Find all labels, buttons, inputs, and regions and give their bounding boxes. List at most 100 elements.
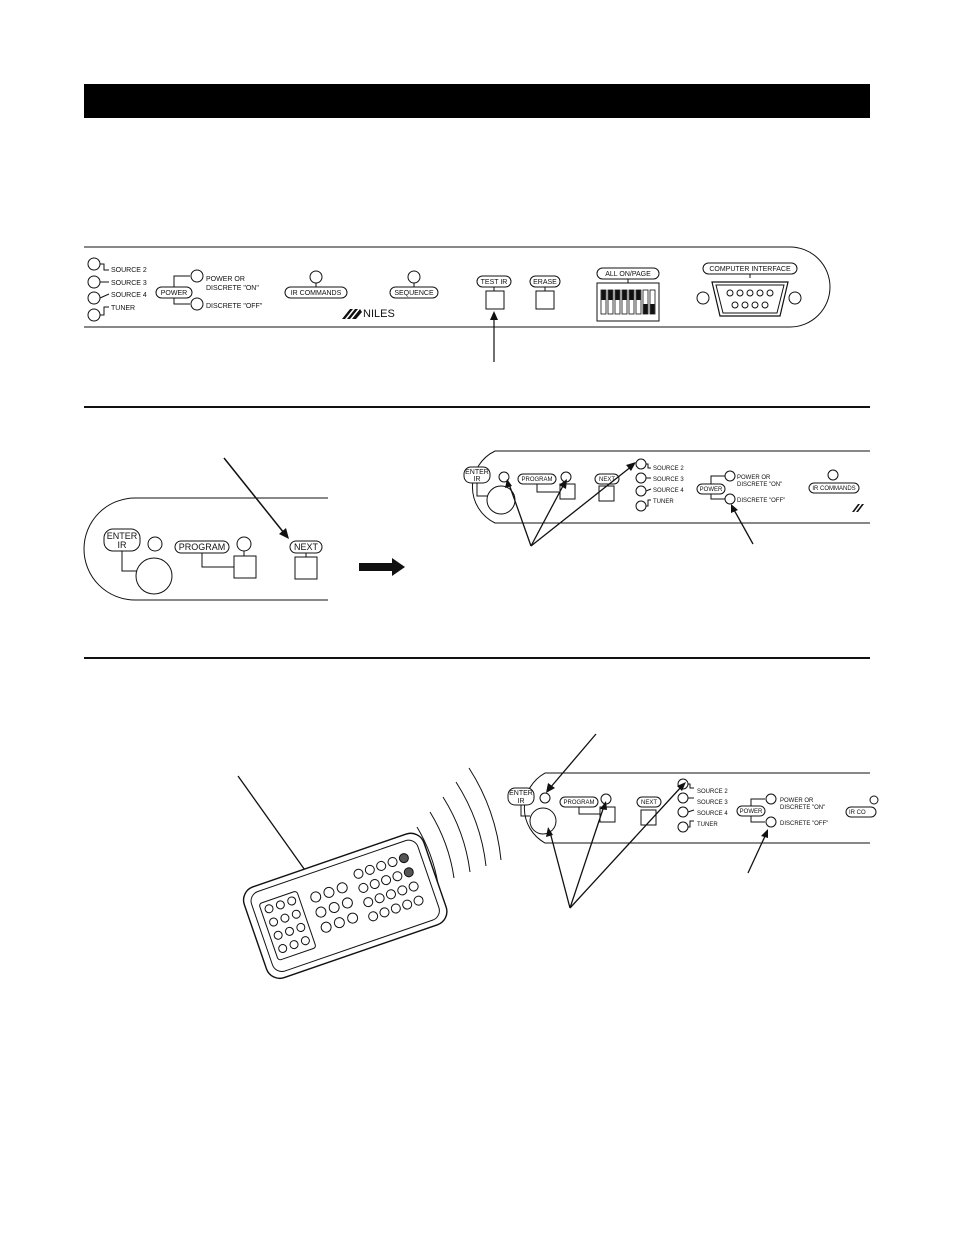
- remote-button-icon: [278, 943, 288, 953]
- enter-ir-label-1: ENTER: [107, 531, 138, 541]
- led-source-4: [87, 291, 101, 305]
- remote-button-icon: [310, 891, 322, 903]
- led-ir-commands: [309, 270, 323, 284]
- led-power-on-r: [724, 470, 736, 482]
- remote-button-icon: [347, 912, 359, 924]
- led-source-2-r: [635, 458, 647, 470]
- power-label-b: POWER: [740, 809, 763, 815]
- remote-button-icon: [315, 906, 327, 918]
- source-4-label-b: SOURCE 4: [697, 811, 728, 817]
- db9-pin: [766, 289, 774, 297]
- led-power-on: [190, 269, 204, 283]
- db9-pins: [726, 289, 774, 309]
- source-2-label: SOURCE 2: [111, 267, 147, 274]
- remote-button-icon: [353, 868, 364, 879]
- front-panel-zoom-left: ENTER IR PROGRAM NEXT: [83, 457, 405, 601]
- led-source-3: [87, 275, 101, 289]
- ir-sensor-window-b: [529, 807, 557, 835]
- dip-switch-lever: [636, 290, 641, 300]
- led-source-3-r: [635, 472, 647, 484]
- remote-button-icon: [273, 930, 283, 940]
- power-on-label-2: DISCRETE "ON": [206, 285, 259, 292]
- brand-name: NILES: [363, 308, 395, 320]
- led-power-off-r: [724, 493, 736, 505]
- remote-button-icon: [368, 911, 379, 922]
- remote-button-icon: [381, 875, 392, 886]
- source-3-label-r: SOURCE 3: [653, 477, 684, 483]
- led-tuner: [87, 308, 101, 322]
- remote-button-icon: [336, 882, 348, 894]
- remote-button-icon: [280, 913, 290, 923]
- remote-button-icon: [390, 903, 401, 914]
- dip-switch-cells: [600, 289, 656, 315]
- next-pointer-arrowhead: [279, 528, 289, 539]
- source-3-label: SOURCE 3: [111, 280, 147, 287]
- next-label-r: NEXT: [599, 477, 615, 483]
- enter-ir-label-r2: IR: [474, 476, 481, 483]
- power-on-label-1: POWER OR: [206, 276, 245, 283]
- callout-arrows-r: [505, 462, 754, 547]
- power-off-label: DISCRETE "OFF": [206, 303, 263, 310]
- led-sequence: [407, 270, 421, 284]
- program-button-b[interactable]: [599, 806, 616, 823]
- remote-button-icon: [291, 909, 301, 919]
- power-label-r: POWER: [700, 487, 723, 493]
- sequence-pill: [389, 286, 439, 299]
- ir-sensor-window: [135, 557, 173, 595]
- source-leds: SOURCE 2 SOURCE 3 SOURCE 4 TUNER: [87, 257, 147, 322]
- remote-button-icon: [284, 926, 294, 936]
- power-group: POWER POWER OR DISCRETE "ON" DISCRETE "O…: [155, 269, 263, 311]
- power-off-label-b: DISCRETE "OFF": [780, 821, 828, 827]
- screw-right: [788, 291, 802, 305]
- dip-switch-lever: [601, 290, 606, 300]
- remote-button-icon: [379, 907, 390, 918]
- enter-ir-label-r1: ENTER: [465, 469, 489, 476]
- niles-logo-icon: [342, 309, 362, 319]
- source-4-label: SOURCE 4: [111, 292, 147, 299]
- remote-button-icon: [385, 889, 396, 900]
- dip-switch[interactable]: [596, 282, 660, 322]
- ir-commands-label: IR COMMANDS: [291, 290, 342, 297]
- led-ir-commands-b: [869, 795, 879, 805]
- erase-group: ERASE: [529, 275, 561, 310]
- remote-button-icon: [364, 864, 375, 875]
- remote-button-icon: [341, 897, 353, 909]
- program-button[interactable]: [233, 555, 257, 579]
- remote-button-icon: [323, 886, 335, 898]
- remote-button-icon: [408, 881, 419, 892]
- remote-button-icon: [300, 936, 310, 946]
- sequence-label: SEQUENCE: [394, 290, 434, 297]
- next-button-r[interactable]: [598, 485, 615, 502]
- ir-commands-label-b: IR CO: [849, 810, 866, 816]
- db9-connector[interactable]: [711, 281, 789, 317]
- ir-commands-group: IR COMMANDS: [284, 270, 348, 299]
- ir-commands-pill: [284, 286, 348, 299]
- source-4-label-r: SOURCE 4: [653, 488, 684, 494]
- program-label: PROGRAM: [179, 542, 226, 552]
- next-button-b[interactable]: [640, 809, 657, 826]
- dip-switch-lever: [608, 290, 613, 300]
- next-pill-b: [636, 796, 662, 808]
- remote-button-icon: [275, 900, 285, 910]
- test-ir-button[interactable]: [485, 290, 505, 310]
- remote-button-icon: [392, 871, 403, 882]
- next-label-b: NEXT: [641, 800, 657, 806]
- db9-pin: [726, 289, 734, 297]
- test-ir-label: TEST IR: [481, 279, 508, 286]
- power-label: POWER: [161, 290, 187, 297]
- enter-ir-pointer-arrowhead: [546, 783, 555, 793]
- enter-ir-label-b2: IR: [518, 798, 525, 805]
- divider-rule-1: [84, 406, 870, 408]
- led-enter-ir: [147, 536, 163, 552]
- erase-label: ERASE: [533, 279, 557, 286]
- ir-commands-pill-b: [845, 806, 877, 818]
- bottom-illustration: [237, 733, 768, 980]
- divider-rule-2: [84, 657, 870, 659]
- erase-button[interactable]: [535, 290, 555, 310]
- dip-switch-lever: [650, 304, 655, 314]
- led-power-on-b: [765, 793, 777, 805]
- remote-button-icon: [402, 899, 413, 910]
- next-button[interactable]: [294, 556, 318, 580]
- remote-button-icon: [333, 917, 345, 929]
- all-on-page-label: ALL ON/PAGE: [605, 271, 651, 278]
